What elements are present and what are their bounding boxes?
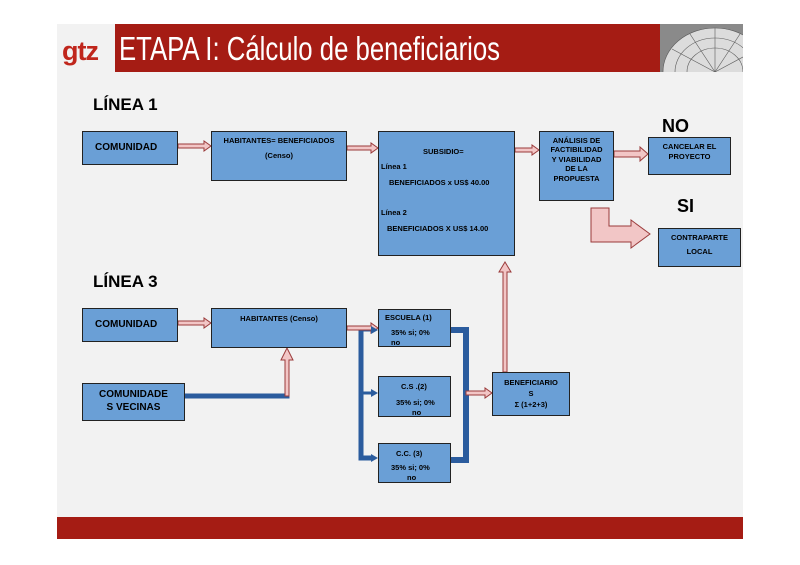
section-linea-3: LÍNEA 3	[93, 272, 158, 291]
habitantes-censo-box: HABITANTES (Censo)	[211, 308, 347, 348]
beneficiarios-box: BENEFICIARIO S Σ (1+2+3)	[492, 372, 570, 416]
censo-label: (Censo)	[265, 151, 293, 160]
beneficiarios-line-1: BENEFICIARIO	[504, 378, 558, 387]
habitantes-censo-label: HABITANTES (Censo)	[240, 314, 318, 323]
analisis-line-1: ANÁLISIS DE	[552, 136, 601, 145]
analisis-line-3: Y VIABILIDAD	[551, 154, 602, 164]
cc-title: C.C. (3)	[396, 449, 423, 458]
analisis-line-2: FACTIBILIDAD	[550, 145, 603, 155]
vecinas-line-2: S VECINAS	[106, 402, 161, 413]
comunidad-label: COMUNIDAD	[95, 142, 158, 153]
comunidad-box-linea3: COMUNIDAD	[82, 308, 178, 342]
cancelar-line-2: PROYECTO	[668, 152, 711, 161]
subsidio-title: SUBSIDIO=	[423, 147, 464, 156]
beneficiarios-line-2: S	[528, 389, 534, 398]
gtz-logo: gtz	[62, 36, 99, 66]
subsidio-linea2-label: Línea 2	[381, 208, 407, 217]
answer-no: NO	[662, 116, 689, 136]
habitantes-beneficiados-box: HABITANTES= BENEFICIADOS (Censo)	[211, 131, 347, 181]
cc-no: no	[407, 473, 417, 482]
dome-image	[660, 24, 743, 72]
cs-percent: 35% si; 0%	[396, 398, 435, 407]
analisis-factibilidad-box: ANÁLISIS DE FACTIBILIDAD Y VIABILIDAD DE…	[539, 131, 614, 201]
contraparte-line-1: CONTRAPARTE	[671, 233, 728, 242]
cc-box: C.C. (3) 35% si; 0% no	[378, 443, 451, 483]
habitantes-beneficiados-label: HABITANTES= BENEFICIADOS	[223, 136, 335, 145]
subsidio-box: SUBSIDIO= Línea 1 BENEFICIADOS x US$ 40.…	[378, 131, 515, 256]
cancelar-line-1: CANCELAR EL	[662, 142, 717, 151]
cs-title: C.S .(2)	[401, 382, 427, 391]
cancelar-proyecto-box: CANCELAR EL PROYECTO	[648, 137, 731, 175]
contraparte-line-2: LOCAL	[686, 247, 713, 256]
contraparte-local-box: CONTRAPARTE LOCAL	[658, 228, 741, 267]
header-bar	[115, 24, 743, 72]
beneficiarios-sum: Σ (1+2+3)	[514, 400, 548, 409]
escuela-percent: 35% si; 0%	[391, 328, 430, 337]
subsidio-linea1-value: BENEFICIADOS x US$ 40.00	[389, 178, 490, 187]
comunidad-label: COMUNIDAD	[95, 319, 158, 330]
subsidio-linea1-label: Línea 1	[381, 162, 407, 171]
section-linea-1: LÍNEA 1	[93, 95, 158, 114]
subsidio-linea2-value: BENEFICIADOS X US$ 14.00	[387, 224, 489, 233]
slide-title: ETAPA I: Cálculo de beneficiarios	[119, 30, 501, 67]
cs-box: C.S .(2) 35% si; 0% no	[378, 376, 451, 417]
escuela-box: ESCUELA (1) 35% si; 0% no	[378, 309, 451, 347]
answer-si: SI	[677, 196, 695, 216]
cc-percent: 35% si; 0%	[391, 463, 430, 472]
escuela-no: no	[391, 338, 401, 347]
comunidad-box-linea1: COMUNIDAD	[82, 131, 178, 165]
escuela-title: ESCUELA (1)	[385, 313, 432, 322]
analisis-line-4: DE LA	[565, 164, 588, 174]
comunidades-vecinas-box: COMUNIDADE S VECINAS	[82, 383, 185, 421]
analisis-line-5: PROPUESTA	[553, 173, 600, 183]
footer-bar	[57, 517, 743, 539]
vecinas-line-1: COMUNIDADE	[99, 389, 168, 400]
cs-no: no	[412, 408, 422, 417]
